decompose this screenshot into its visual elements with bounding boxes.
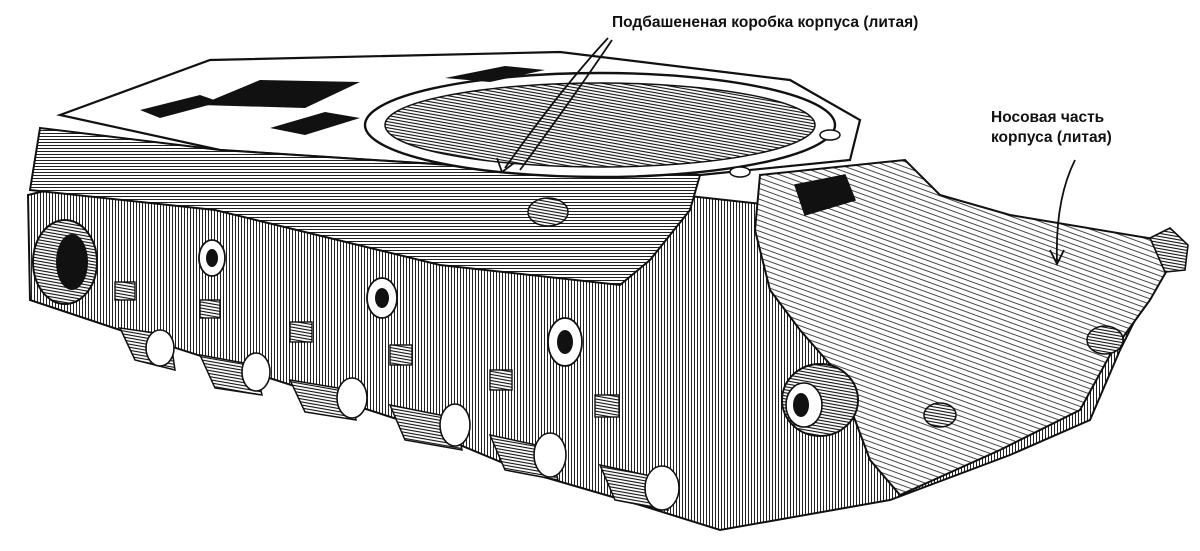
nose-section-label-line1: Носовая часть xyxy=(991,109,1105,126)
axle-arms xyxy=(118,327,680,511)
suspension-bosses xyxy=(198,239,583,367)
leader-lines xyxy=(496,37,1076,267)
turret-box-arrowhead xyxy=(496,157,515,174)
turret-box-label: Подбашененая коробка корпуса (литая) xyxy=(612,14,919,31)
final-drive-mount xyxy=(781,363,859,437)
turret-box-leader xyxy=(504,37,609,169)
nose-section-label-line2: корпуса (литая) xyxy=(991,129,1112,146)
nose-leader xyxy=(1055,159,1076,263)
nose-section-label: Носовая часть корпуса (литая) xyxy=(991,108,1112,148)
hull-nose xyxy=(753,158,1189,497)
nose-arrowhead xyxy=(1049,249,1065,267)
turret-box xyxy=(28,50,862,287)
rear-idler-mount xyxy=(32,219,98,305)
bump-stops xyxy=(114,281,620,418)
